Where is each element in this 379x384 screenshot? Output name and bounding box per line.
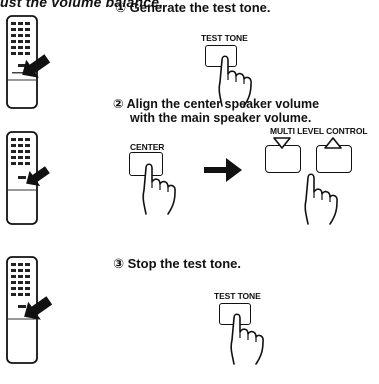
step-1-instruction: ① Generate the test tone.: [115, 1, 271, 15]
press-arrow-icon: [22, 54, 51, 78]
level-down-button[interactable]: [265, 145, 301, 173]
right-arrow-icon: [204, 158, 242, 182]
finger-press-icon: [230, 313, 264, 365]
level-up-button[interactable]: [316, 145, 352, 173]
test-tone-label-3: TEST TONE: [214, 291, 261, 301]
step-2-text-line2: with the main speaker volume.: [130, 111, 312, 125]
test-tone-label-1: TEST TONE: [201, 33, 248, 43]
step-2-text-line1: Align the center speaker volume: [126, 97, 320, 111]
step-3-number: ③: [113, 256, 125, 271]
finger-press-icon: [304, 173, 338, 225]
finger-press-icon: [218, 55, 252, 107]
step-3-instruction: ③ Stop the test tone.: [113, 257, 241, 271]
step-3-text: Stop the test tone.: [127, 256, 242, 271]
press-arrow-icon: [24, 296, 53, 320]
remote-control-icon: [6, 256, 38, 364]
step-1-number: ①: [115, 0, 127, 15]
down-triangle-icon: [273, 137, 291, 149]
finger-press-icon: [142, 163, 176, 215]
step-1-text: Generate the test tone.: [129, 0, 271, 15]
press-arrow-icon: [26, 166, 50, 187]
remote-control-icon: [6, 15, 38, 109]
step-2-instruction: ② Align the center speaker volume with t…: [113, 97, 319, 125]
center-label: CENTER: [130, 142, 165, 152]
multi-level-control-label: MULTI LEVEL CONTROL: [270, 126, 368, 136]
step-2-number: ②: [113, 97, 124, 111]
section-heading: ust the volume balance.: [0, 0, 164, 10]
up-triangle-icon: [324, 137, 342, 149]
